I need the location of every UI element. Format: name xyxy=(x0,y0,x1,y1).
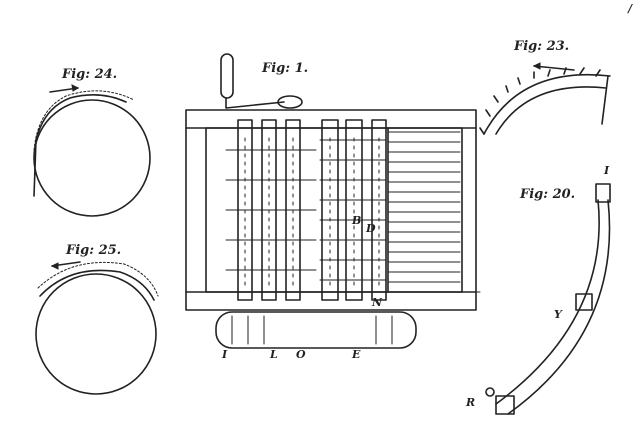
crank-handle xyxy=(220,53,234,99)
fig-24-tooth-band xyxy=(35,94,127,141)
spindles-mid xyxy=(319,139,387,281)
letter-B: B xyxy=(351,214,361,227)
fig-25-label: Fig: 25. xyxy=(65,243,121,258)
fig-23-arrowhead xyxy=(532,62,541,70)
crank-hub xyxy=(277,95,303,109)
fig-23-arrow xyxy=(533,65,575,71)
bottom-roller xyxy=(215,311,417,349)
strap-inner-edge xyxy=(507,199,611,415)
fig-24-disc xyxy=(33,99,151,217)
fig-23-arc-inner xyxy=(495,86,607,135)
fig-24-arrowhead xyxy=(71,84,80,92)
machine-frame-outer xyxy=(185,109,477,311)
fig-25-disc xyxy=(35,273,157,395)
figure-24: Fig: 24. xyxy=(33,67,151,217)
letter-F: I xyxy=(221,348,228,361)
fig-23-tail xyxy=(601,75,609,125)
fig-24-teeth xyxy=(33,90,135,151)
letter-N: N xyxy=(371,296,383,309)
spindles-left xyxy=(225,149,317,271)
cylinder-pins-mid xyxy=(329,137,380,291)
fig-23-arc-outer xyxy=(483,73,611,135)
strap-outer-edge xyxy=(495,199,600,405)
cylinder-bar-4 xyxy=(321,119,339,301)
letter-L: L xyxy=(269,348,278,361)
comb-hatching xyxy=(387,131,461,283)
roller-ribs xyxy=(231,315,393,345)
fig-24-label: Fig: 24. xyxy=(61,67,117,82)
letter-O: O xyxy=(296,348,306,361)
fig-1-label: Fig: 1. xyxy=(261,61,308,76)
figure-20: Fig: 20. I Y R xyxy=(465,164,611,415)
letter-I: I xyxy=(603,164,610,177)
letter-Y: Y xyxy=(554,308,563,321)
fig-25-tooth-band xyxy=(39,269,155,301)
fig-24-tooth-edge xyxy=(33,139,37,197)
fig-23-label: Fig: 23. xyxy=(513,39,569,54)
cylinder-pins-left xyxy=(244,137,294,291)
fig-20-label: Fig: 20. xyxy=(519,187,575,202)
fig-25-arrowhead xyxy=(50,262,59,270)
fig-25-teeth xyxy=(37,261,159,297)
strap-rivet xyxy=(485,387,495,397)
letter-R: R xyxy=(465,396,475,409)
figure-1: Fig: 1. I L O E xyxy=(185,53,481,361)
fig-23-saw-teeth xyxy=(479,67,601,135)
figure-23: Fig: 23. xyxy=(479,39,611,135)
letter-D: D xyxy=(365,222,376,235)
strap-clip xyxy=(575,293,593,311)
crank-arm xyxy=(225,97,285,109)
cylinder-bar-5 xyxy=(345,119,363,301)
strap-end-cap xyxy=(595,183,611,203)
figure-25: Fig: 25. xyxy=(35,243,159,395)
cylinder-bar-6 xyxy=(371,119,387,301)
strap-foot xyxy=(495,395,515,415)
corner-mark: / xyxy=(627,2,633,15)
letter-E: E xyxy=(351,348,361,361)
